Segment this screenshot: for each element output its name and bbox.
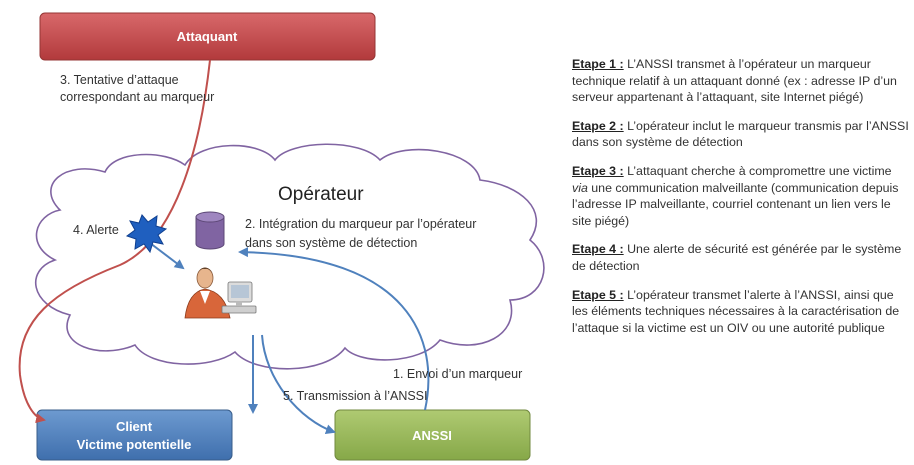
alert-label: 4. Alerte bbox=[73, 223, 119, 237]
step-text: L’ANSSI transmet à l’opérateur un marque… bbox=[572, 57, 897, 105]
client-label-line2: Victime potentielle bbox=[77, 437, 192, 452]
client-label-line1: Client bbox=[116, 419, 153, 434]
anssi-label: ANSSI bbox=[412, 428, 452, 443]
attack-arrow bbox=[18, 59, 211, 424]
step-text: L’attaquant cherche à compromettre une v… bbox=[623, 163, 892, 178]
step-4: Etape 4 : Une alerte de sécurité est gén… bbox=[572, 241, 910, 274]
step-text: L’opérateur inclut le marqueur transmis … bbox=[572, 118, 909, 150]
database-icon bbox=[195, 211, 225, 250]
step-5: Etape 5 : L’opérateur transmet l’alerte … bbox=[572, 287, 910, 337]
step-title: Etape 4 : bbox=[572, 242, 624, 257]
integration-label-line2: dans son système de détection bbox=[245, 236, 417, 250]
send-marker-label: 1. Envoi d’un marqueur bbox=[393, 367, 522, 381]
attack-label-line2: correspondant au marqueur bbox=[60, 90, 214, 104]
step-title: Etape 1 : bbox=[572, 57, 624, 71]
alert-burst-icon bbox=[125, 214, 168, 254]
step-2: Etape 2 : L’opérateur inclut le marqueur… bbox=[572, 118, 910, 151]
step-3: Etape 3 : L’attaquant cherche à comprome… bbox=[572, 163, 910, 229]
attacker-label: Attaquant bbox=[177, 29, 238, 44]
step-text: via bbox=[572, 180, 588, 195]
anssi-box bbox=[334, 409, 531, 461]
step-title: Etape 2 : bbox=[572, 118, 624, 133]
steps-panel: Etape 1 : L’ANSSI transmet à l’opérateur… bbox=[572, 56, 910, 348]
step-text: L’opérateur transmet l’alerte à l’ANSSI,… bbox=[572, 287, 900, 335]
transmission-label: 5. Transmission à l’ANSSI bbox=[283, 389, 428, 403]
operator-person-icon bbox=[184, 267, 257, 319]
step-1: Etape 1 : L’ANSSI transmet à l’opérateur… bbox=[572, 56, 910, 106]
operator-to-anssi-arrow bbox=[261, 334, 336, 435]
attack-label-line1: 3. Tentative d’attaque bbox=[60, 73, 179, 87]
integration-label-line1: 2. Intégration du marqueur par l’opérate… bbox=[245, 217, 476, 231]
client-box bbox=[36, 409, 233, 461]
step-title: Etape 5 : bbox=[572, 287, 624, 302]
alert-arrow bbox=[149, 242, 185, 270]
step-text: Une alerte de sécurité est générée par l… bbox=[572, 242, 902, 273]
step-title: Etape 3 : bbox=[572, 163, 624, 178]
cloud-title: Opérateur bbox=[278, 184, 364, 205]
send-marker-arrow bbox=[238, 247, 430, 411]
attacker-box bbox=[39, 12, 376, 61]
step-text: une communication malveillante (communic… bbox=[572, 180, 899, 228]
